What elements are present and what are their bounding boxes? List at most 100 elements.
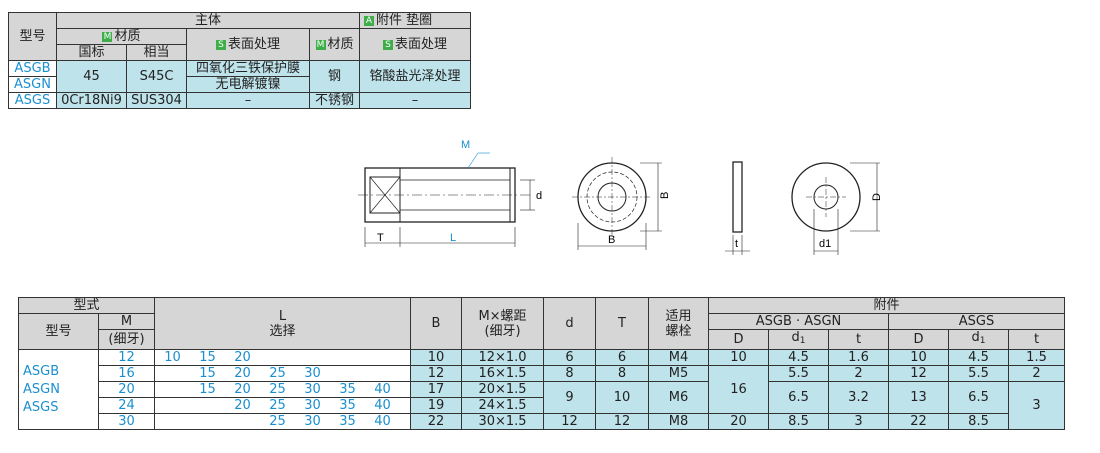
dim-d1: d1 — [819, 238, 831, 250]
m-badge-icon: M — [102, 32, 113, 42]
L-cell: 35 — [339, 382, 356, 397]
t2-header: t — [1008, 329, 1066, 350]
L-cell: 35 — [339, 414, 356, 429]
L-cell: 10 — [164, 350, 181, 365]
d12-cell: 4.5 — [948, 349, 1010, 366]
t-cell: 3 — [828, 413, 890, 430]
T-header: T — [595, 297, 650, 350]
washer-side-view — [725, 161, 750, 255]
model-asgn: ASGN — [23, 381, 60, 397]
d12-cell: 8.5 — [948, 413, 1010, 430]
pitch-cell: 12×1.0 — [461, 349, 545, 366]
screw-front-view — [572, 157, 662, 250]
dim-D: D — [871, 193, 883, 201]
main-body-header: 主体 — [55, 12, 361, 29]
pitch-cell: 16×1.5 — [461, 365, 545, 382]
d1-cell: 5.5 — [768, 365, 830, 382]
s-badge-icon: S — [215, 40, 226, 50]
pitch-label: M×螺距 — [478, 308, 527, 324]
L-cell: 20 — [234, 382, 251, 397]
L-cell: 40 — [374, 382, 391, 397]
L-cell: 30 — [304, 382, 321, 397]
d12-sub: 1 — [979, 336, 986, 346]
accessory-badge-icon: A — [364, 16, 375, 26]
d1-header: d1 — [768, 329, 830, 350]
t2-cell: 1.5 — [1008, 349, 1066, 366]
equiv-asgs: SUS304 — [126, 92, 187, 109]
B-cell: 19 — [410, 397, 463, 414]
L-header: L 选择 — [154, 297, 412, 350]
material-label: 材质 — [114, 29, 141, 44]
accessory-label: 附件 垫圈 — [376, 13, 433, 28]
M-12: 12 — [97, 349, 156, 366]
L-cell: 25 — [269, 414, 286, 429]
d12-cell: 5.5 — [948, 365, 1010, 382]
M-header: M — [97, 313, 156, 330]
L-cell: 30 — [304, 414, 321, 429]
dim-t: t — [735, 238, 738, 250]
d-cell: 8 — [543, 365, 597, 382]
M-16: 16 — [97, 365, 156, 382]
technical-drawing: M d T L B B t d1 D — [358, 139, 883, 255]
L-cell: 15 — [199, 366, 216, 381]
pitch-header: M×螺距 (细牙) — [461, 297, 545, 350]
L-cell: 20 — [234, 398, 251, 413]
gb-asgs: 0Cr18Ni9 — [56, 92, 127, 109]
bolt-cell-merged: M6 — [648, 381, 710, 414]
B-cell: 22 — [410, 413, 463, 430]
model-header: 型号 — [18, 313, 99, 350]
select-label: 选择 — [269, 323, 296, 339]
L-cell: 40 — [374, 398, 391, 413]
model-header: 型号 — [8, 12, 57, 61]
gb-header: 国标 — [56, 44, 127, 61]
d-cell: 12 — [543, 413, 597, 430]
B-cell: 12 — [410, 365, 463, 382]
D-cell-merged: 16 — [708, 365, 770, 414]
washer-material-asgs: 不锈钢 — [308, 92, 361, 109]
D2-cell: 12 — [888, 365, 950, 382]
B-cell: 10 — [410, 349, 463, 366]
bolt-cell: M4 — [648, 349, 710, 366]
washer-material-label: 材质 — [327, 37, 354, 52]
D2-cell: 10 — [888, 349, 950, 366]
d12-header: d1 — [948, 329, 1010, 350]
T-cell: 8 — [595, 365, 650, 382]
L-cell: 25 — [269, 382, 286, 397]
t-cell: 1.6 — [828, 349, 890, 366]
gb-value: 45 — [56, 60, 127, 93]
bolt-label-1: 适用 — [665, 308, 692, 324]
m-badge-icon-2: M — [315, 40, 326, 50]
type-header: 型式 — [17, 297, 156, 314]
bolt-cell: M8 — [648, 413, 710, 430]
T-cell-merged: 10 — [595, 381, 650, 414]
L-cell: 20 — [234, 366, 251, 381]
D-cell: 10 — [708, 349, 770, 366]
L-cell: 30 — [304, 366, 321, 381]
D2-header: D — [888, 329, 950, 350]
M-20: 20 — [97, 381, 156, 398]
pitch-cell: 30×1.5 — [461, 413, 545, 430]
s-badge-icon-2: S — [383, 40, 393, 50]
bolt-cell: M5 — [648, 365, 710, 382]
pitch-cell: 24×1.5 — [461, 397, 545, 414]
T-cell: 12 — [595, 413, 650, 430]
t2-cell-merged: 3 — [1008, 381, 1066, 430]
dim-B-side: B — [659, 192, 671, 199]
fine-label-2: (细牙) — [484, 323, 521, 339]
d12-label: d — [971, 330, 980, 346]
bolt-header: 适用 螺栓 — [648, 297, 710, 350]
dim-B-front: B — [608, 234, 615, 246]
pitch-cell: 20×1.5 — [461, 381, 545, 398]
t-cell-merged: 3.2 — [828, 381, 890, 414]
t-cell: 2 — [828, 365, 890, 382]
washer-surface-value: 铬酸盐光泽处理 — [359, 60, 472, 93]
